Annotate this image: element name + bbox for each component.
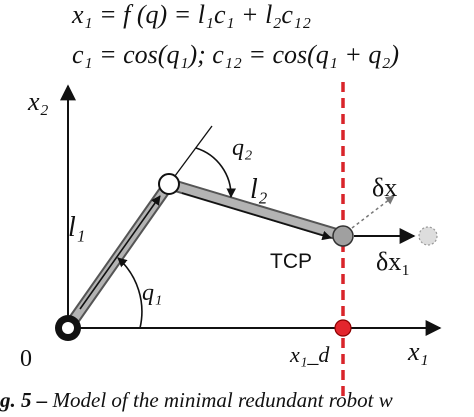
x2-axis-label: x₂ [27,87,49,116]
figure-label: g. 5 – [0,388,48,412]
dx1-label: δx₁ [376,247,410,276]
origin-label: 0 [20,346,32,372]
link2-label: l₂ [250,174,268,205]
dx-arrow [351,195,395,229]
x1-axis-label: x₁ [407,337,429,366]
figure-caption-text: Model of the minimal redundant robot w [47,388,393,412]
future-tcp-point [418,226,438,246]
angle-q1-arc [117,257,143,329]
figure-caption: g. 5 – Model of the minimal redundant ro… [0,390,393,411]
angle-q2-label: q₂ [232,135,252,161]
x1d-label: x₁_d [289,342,330,367]
tcp-point [332,225,354,247]
link1-direction-arrow [79,195,161,310]
angle-q1-label: q₁ [142,280,162,306]
forward-kinematics-equation: x₁ = f (q) = l₁c₁ + l₂c₁₂ [72,0,311,29]
dx-label: δx [372,173,397,202]
desired-point [334,319,352,337]
base-joint-inner [62,322,74,334]
link2-direction-arrow [181,192,332,241]
link1-extension-line [168,125,213,185]
link-2 [163,178,349,242]
tcp-label: TCP [270,250,312,273]
elbow-joint [158,173,180,195]
cosine-definitions-equation: c₁ = cos(q₁); c₁₂ = cos(q₁ + q₂) [72,40,400,69]
angle-q2-arc [195,147,237,198]
link1-label: l₁ [68,212,86,243]
